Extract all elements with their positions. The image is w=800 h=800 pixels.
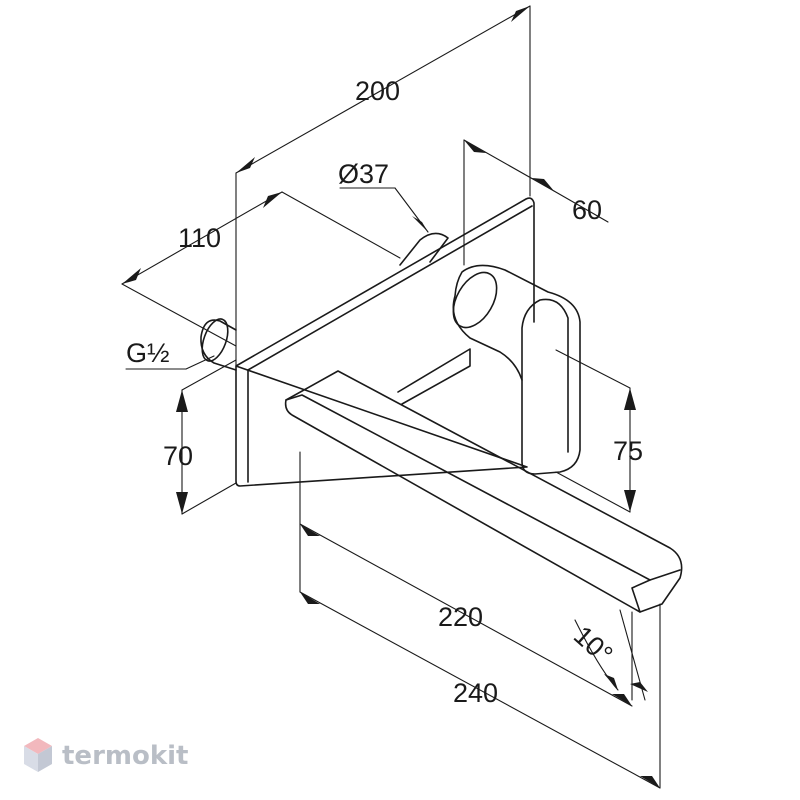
spout-tip: [631, 579, 651, 613]
dim-spout-angle: 10°: [568, 620, 618, 670]
dim-spout-length: 220: [438, 602, 483, 632]
dim-handle-depth: 60: [572, 195, 602, 225]
dimension-labels: 200 110 Ø37 60 G½ 70 75 220 240 10°: [126, 76, 643, 708]
arrow-head: [464, 140, 486, 153]
arrow-head: [604, 674, 618, 690]
arrow-head: [263, 192, 282, 208]
arrow-head: [236, 157, 255, 173]
watermark-brand: termokit: [62, 741, 188, 771]
arrow-head: [532, 178, 554, 191]
spout: [284, 370, 683, 613]
arrow-head: [624, 388, 636, 410]
dim-spout-total-length: 240: [453, 678, 498, 708]
spout-neck: [397, 348, 471, 405]
lever-handle-face: [521, 298, 569, 453]
arrow-head: [630, 682, 648, 692]
watermark: termokit: [24, 738, 188, 772]
arrow-head: [624, 490, 636, 512]
arrow-head: [176, 390, 188, 412]
thread-connector-end: [201, 318, 229, 362]
inlet-pipe: [399, 232, 449, 266]
dim-thread: G½: [126, 338, 170, 368]
dim-overall-depth: 200: [355, 76, 400, 106]
dim-plate-offset: 110: [178, 223, 221, 253]
dim-plate-height: 70: [163, 441, 193, 471]
termokit-logo-icon: [24, 738, 52, 772]
faucet-body: [200, 197, 683, 613]
wall-plate-inner: [247, 205, 533, 483]
dim-inlet-diameter: Ø37: [338, 159, 389, 189]
arrow-head: [640, 776, 660, 788]
dimension-lines: [121, 5, 661, 789]
spout-top-edge: [285, 394, 681, 581]
arrow-head: [612, 694, 632, 706]
lever-knob: [452, 271, 498, 329]
arrow-head: [122, 268, 141, 284]
wall-plate: [235, 197, 535, 487]
arrow-head: [300, 524, 320, 536]
thread-connector: [200, 319, 237, 371]
arrow-head: [300, 592, 320, 604]
arrow-head: [176, 492, 188, 514]
arrow-head: [511, 6, 530, 22]
arrow-head: [412, 216, 428, 232]
dim-handle-height: 75: [613, 436, 643, 466]
